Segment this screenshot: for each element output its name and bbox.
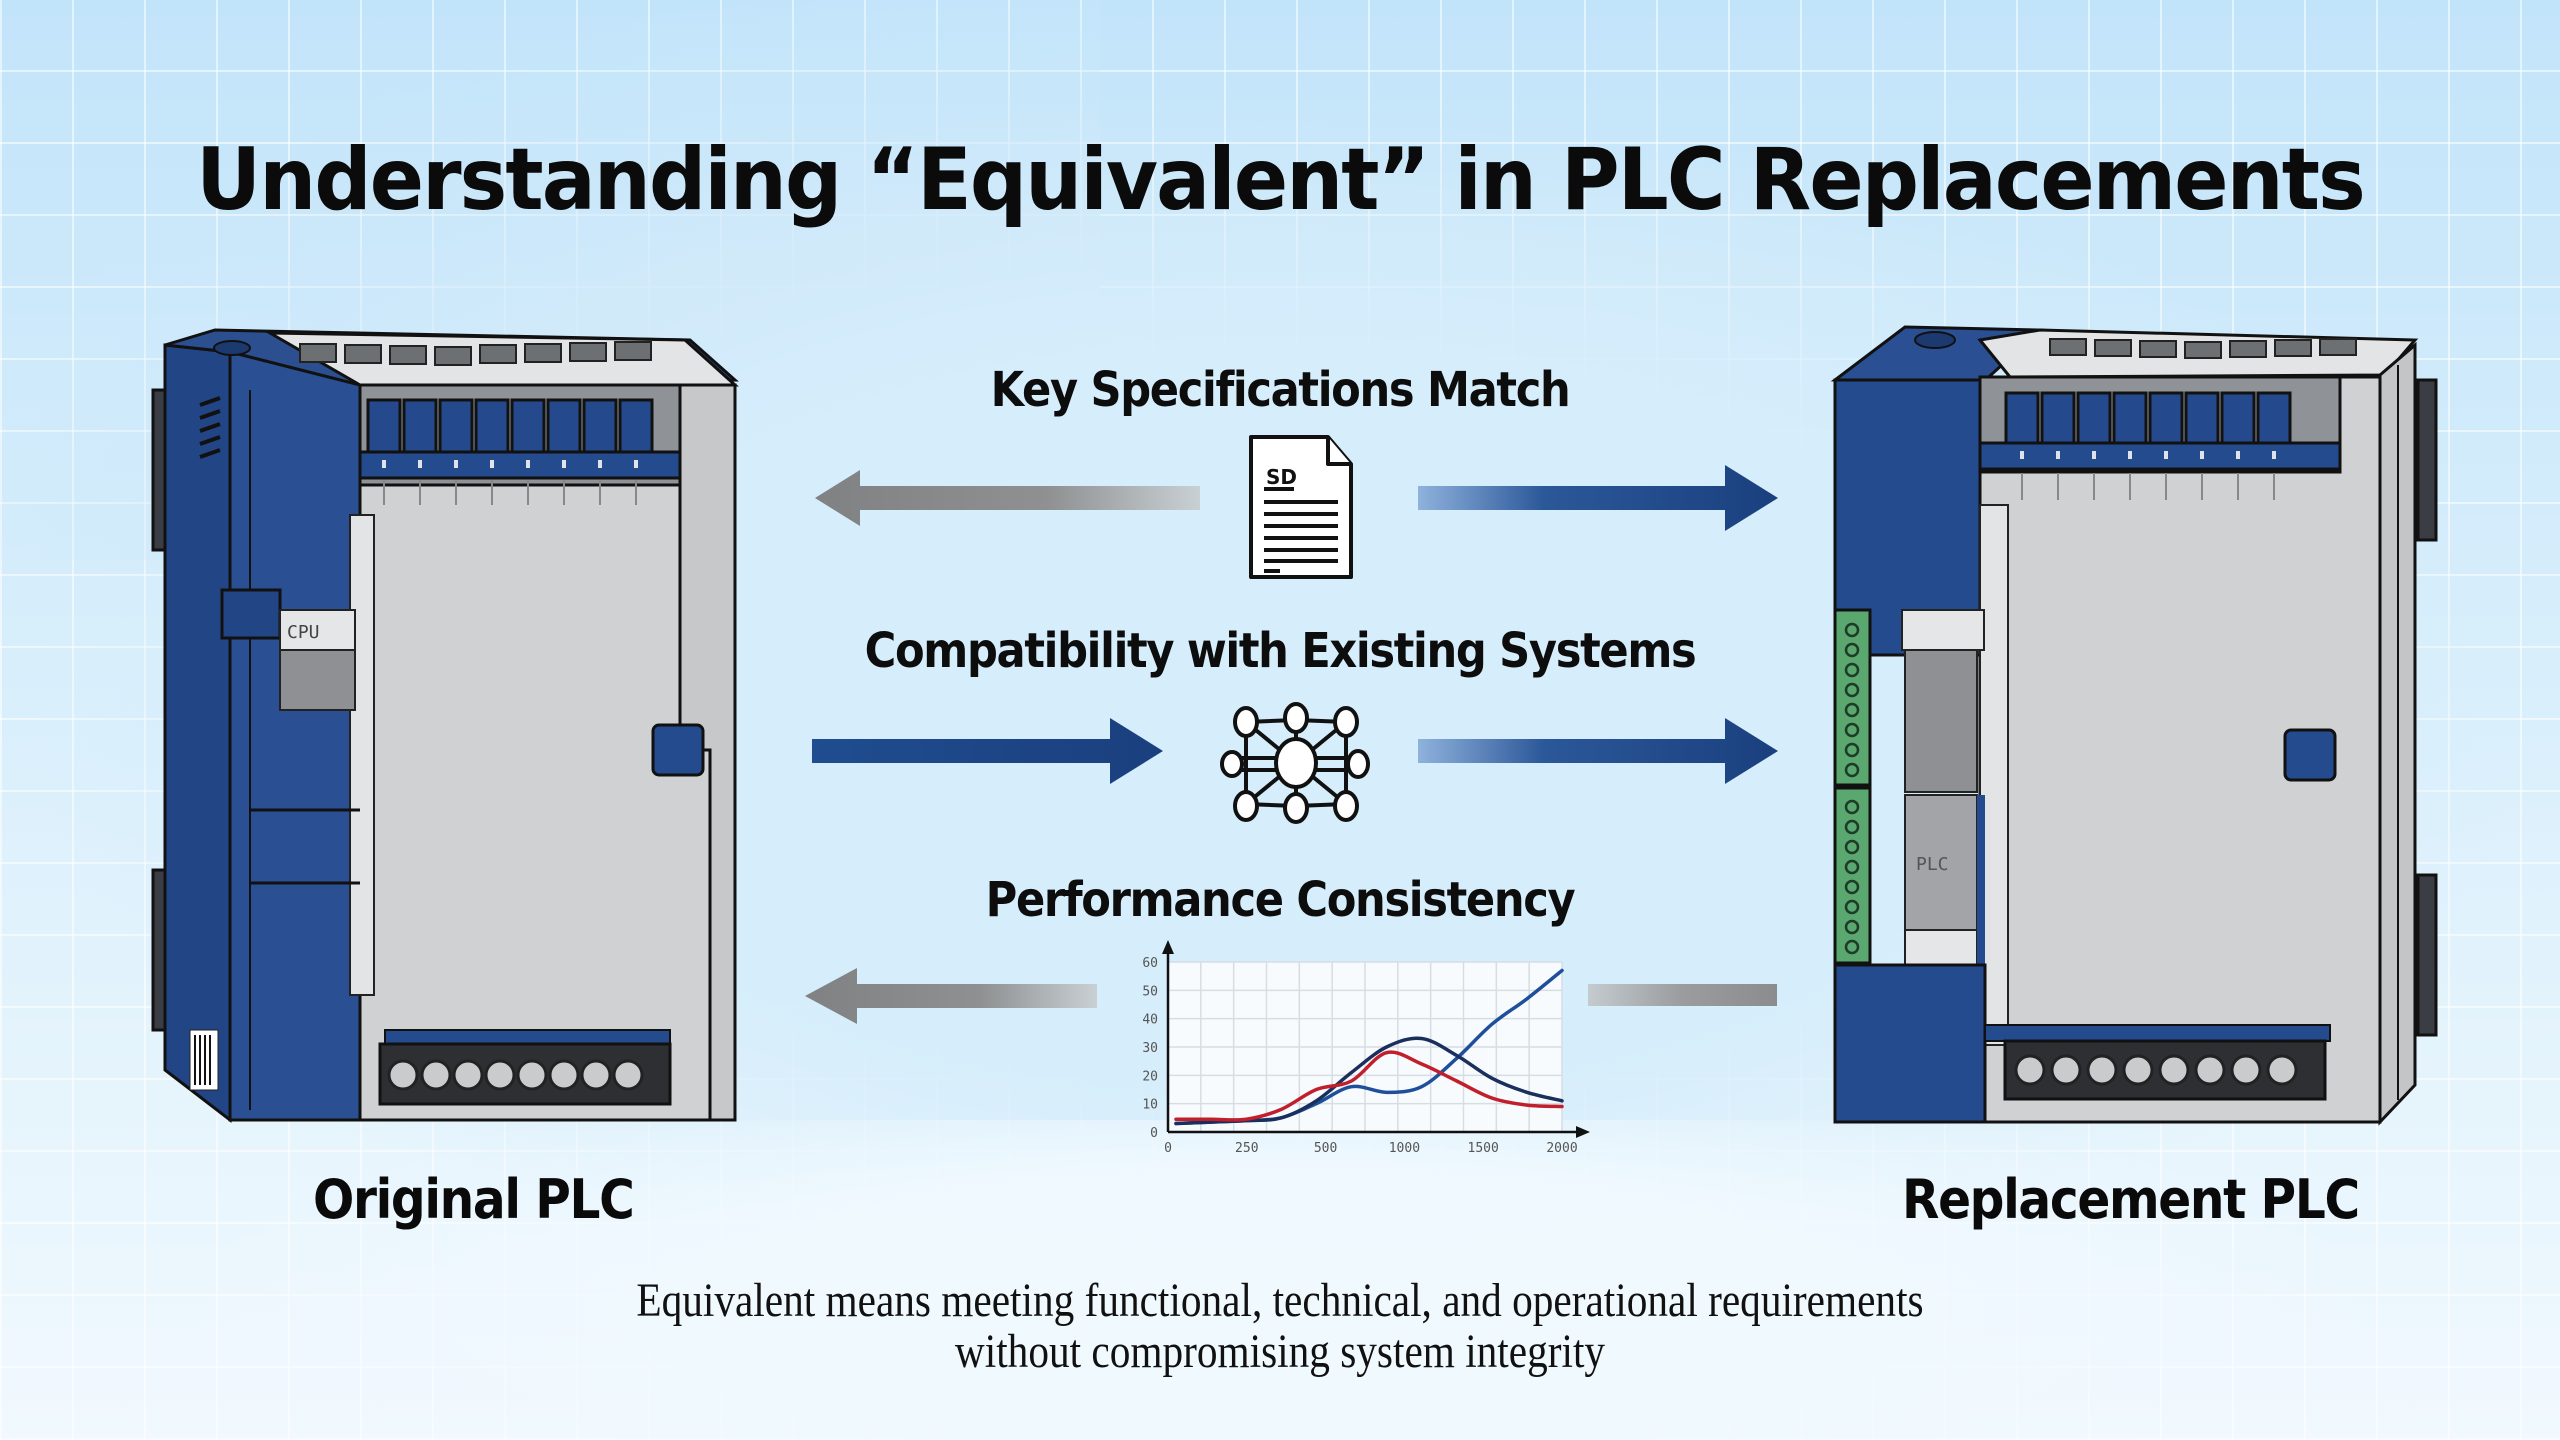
page-title: Understanding “Equivalent” in PLC Replac… [196, 130, 2366, 230]
plc-front-blue-lower [1833, 963, 1987, 1124]
document-mark: SD [1266, 465, 1297, 489]
background-bottom-fade [0, 1120, 2560, 1440]
barcode [189, 1029, 219, 1091]
top-terminal-strip [1978, 441, 2342, 471]
status-indicator [651, 723, 705, 777]
side-label-strip [349, 514, 375, 996]
y-tick-label: 10 [1142, 1098, 1158, 1113]
x-tick-label: 2000 [1546, 1141, 1577, 1156]
din-clip [2416, 873, 2438, 1037]
x-tick-label: 500 [1314, 1141, 1337, 1156]
replacement-plc-illustration: PLC [1830, 325, 2438, 1126]
status-indicator [2283, 728, 2337, 782]
y-tick-label: 20 [1142, 1069, 1158, 1084]
y-tick-label: 50 [1142, 984, 1158, 999]
connector-bar-gray [1588, 984, 1777, 1006]
original-plc-label: Original PLC [313, 1168, 635, 1231]
x-axis-arrowhead [1576, 1126, 1590, 1138]
feature-label-performance: Performance Consistency [985, 872, 1576, 928]
arrow-right-blue [1418, 718, 1778, 784]
x-tick-label: 1500 [1468, 1141, 1499, 1156]
original-plc-illustration: CPU [151, 328, 739, 1124]
module-slot [279, 649, 356, 711]
y-tick-label: 60 [1142, 956, 1158, 971]
series-line-3 [1174, 1050, 1564, 1122]
caption-line-2: without compromising system integrity [954, 1325, 1606, 1378]
arrow-right-blue [1418, 465, 1778, 531]
x-tick-label: 0 [1164, 1141, 1172, 1156]
y-tick-label: 0 [1150, 1126, 1158, 1141]
replacement-plc-label: Replacement PLC [1902, 1168, 2360, 1231]
feature-label-specifications: Key Specifications Match [990, 362, 1571, 418]
x-tick-label: 1000 [1389, 1141, 1420, 1156]
y-tick-label: 40 [1142, 1013, 1158, 1028]
module-label-text: CPU [287, 622, 320, 643]
arrow-left-gray [815, 470, 1200, 526]
din-clip [2416, 378, 2438, 542]
x-tick-label: 250 [1235, 1141, 1258, 1156]
feature-label-compatibility: Compatibility with Existing Systems [864, 623, 1697, 679]
arrow-right-blue-solid [812, 718, 1163, 784]
document-icon: SD [1249, 435, 1353, 579]
module-label-text: PLC [1916, 854, 1949, 875]
plc-top-port [213, 340, 251, 356]
performance-line-chart: 0 10 20 30 40 50 60 0 250 500 1000 1500 2000 [1142, 940, 1590, 1156]
caption-line-1: Equivalent means meeting functional, tec… [636, 1274, 1924, 1327]
y-axis-arrowhead [1162, 940, 1174, 954]
arrow-left-gray [805, 968, 1097, 1024]
top-terminal-strip [358, 450, 682, 480]
plc-top-port [1914, 331, 1956, 349]
network-icon [1220, 702, 1370, 824]
y-tick-label: 30 [1142, 1041, 1158, 1056]
module-slot [1904, 649, 1978, 793]
module-latch [220, 588, 282, 640]
green-terminal-lower [1833, 786, 1872, 965]
